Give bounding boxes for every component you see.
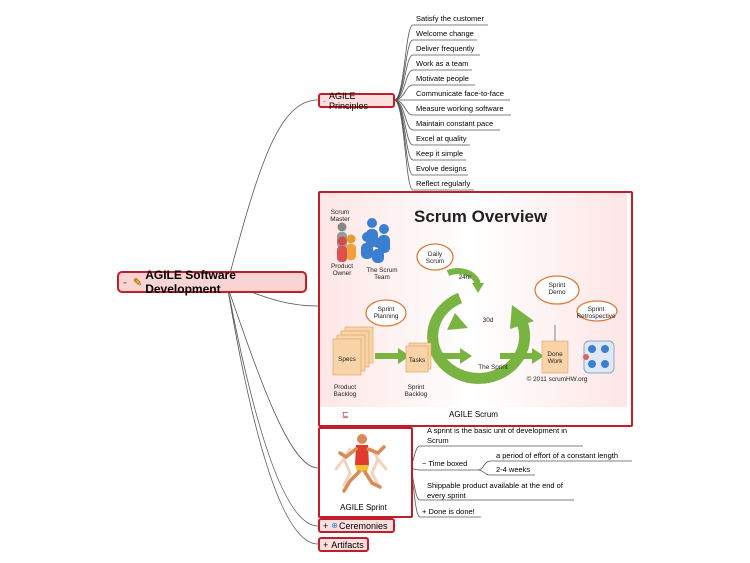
done-topic[interactable]: + Done is done! — [422, 507, 475, 517]
sprint-demo-label: Sprint Demo — [548, 282, 566, 296]
principle-item[interactable]: Work as a team — [416, 59, 469, 68]
tasks-label: Tasks — [408, 357, 426, 364]
time-boxed-item[interactable]: 2-4 weeks — [496, 465, 531, 474]
principle-item[interactable]: Communicate face-to-face — [416, 89, 504, 98]
scrum-overview-title: Scrum Overview — [414, 207, 548, 226]
principle-item[interactable]: Welcome change — [416, 29, 474, 38]
product-backlog-label: Product Backlog — [333, 384, 357, 398]
the-sprint-label: The Sprint — [478, 364, 508, 371]
days-label: 30d — [482, 317, 494, 324]
scrum-overview-image — [320, 193, 627, 407]
sprint-backlog-label: Sprint Backlog — [404, 384, 428, 398]
hours-label: 24hr — [458, 274, 472, 281]
time-boxed-item[interactable]: a period of effort of a constant length — [496, 451, 619, 460]
basic-unit-note[interactable]: A sprint is the basic unit of developmen… — [427, 426, 568, 445]
principles-topic[interactable]: - AGILE Principles — [318, 90, 395, 111]
sprint-retrospective-label: Sprint Retrospective — [576, 306, 616, 320]
product-owner-label: Product Owner — [330, 263, 354, 277]
central-topic-label: AGILE Software Development — [145, 268, 236, 296]
sprint-planning-label: Sprint Planning — [373, 306, 399, 320]
ceremonies-icon: ⊕ — [331, 521, 338, 530]
principle-item[interactable]: Measure working software — [416, 104, 504, 113]
principle-item[interactable]: Reflect regularly — [416, 179, 471, 188]
scrum-topic[interactable]: Scrum Overview Scrum Master Product Owne… — [318, 191, 633, 427]
principle-item[interactable]: Excel at quality — [416, 134, 467, 143]
daily-scrum-label: Daily Scrum — [425, 251, 445, 265]
collapse-toggle[interactable]: − — [422, 459, 427, 468]
sprint-topic[interactable]: AGILE Sprint — [318, 427, 413, 518]
principle-item[interactable]: Satisfy the customer — [416, 14, 484, 23]
ceremonies-topic[interactable]: + ⊕ Ceremonies — [318, 518, 395, 533]
artifacts-topic[interactable]: + Artifacts — [318, 537, 369, 552]
scrum-team-label: The Scrum Team — [366, 267, 398, 281]
time-boxed-label: Time boxed — [428, 459, 468, 468]
done-work-label: Done Work — [547, 351, 563, 365]
principle-item[interactable]: Keep it simple — [416, 149, 464, 158]
expand-toggle[interactable]: + — [323, 520, 329, 531]
collapse-picture-icon[interactable]: ⊑ — [342, 410, 349, 419]
principle-item[interactable]: Evolve designs — [416, 164, 467, 173]
copyright-label: © 2011 scrumHW.org — [526, 376, 588, 383]
product-owner-icon — [337, 234, 356, 262]
specs-label: Specs — [338, 356, 356, 363]
pencil-icon: ✎ — [133, 276, 143, 289]
scrum-team-icon — [361, 218, 390, 263]
runners-image — [320, 429, 407, 499]
principles-label: AGILE Principles — [329, 90, 369, 111]
principle-item[interactable]: Motivate people — [416, 74, 469, 83]
done-label: Done is done! — [428, 507, 475, 516]
principle-item[interactable]: Deliver frequently — [416, 44, 475, 53]
central-topic[interactable]: - ✎ AGILE Software Development — [117, 268, 307, 296]
ceremonies-label: Ceremonies — [338, 520, 388, 531]
collapse-toggle[interactable]: - — [123, 275, 127, 289]
sprint-caption: AGILE Sprint — [340, 503, 387, 512]
expand-toggle[interactable]: + — [323, 539, 329, 550]
expand-toggle[interactable]: + — [422, 507, 427, 516]
shippable-note[interactable]: Shippable product available at the end o… — [427, 481, 563, 500]
scrum-master-label: Scrum Master — [330, 209, 350, 223]
time-boxed-topic[interactable]: − Time boxed — [422, 459, 467, 469]
scrum-caption: AGILE Scrum — [449, 410, 498, 419]
artifacts-label: Artifacts — [331, 539, 364, 550]
collapse-toggle[interactable]: - — [323, 95, 326, 106]
principle-item[interactable]: Maintain constant pace — [416, 119, 494, 128]
